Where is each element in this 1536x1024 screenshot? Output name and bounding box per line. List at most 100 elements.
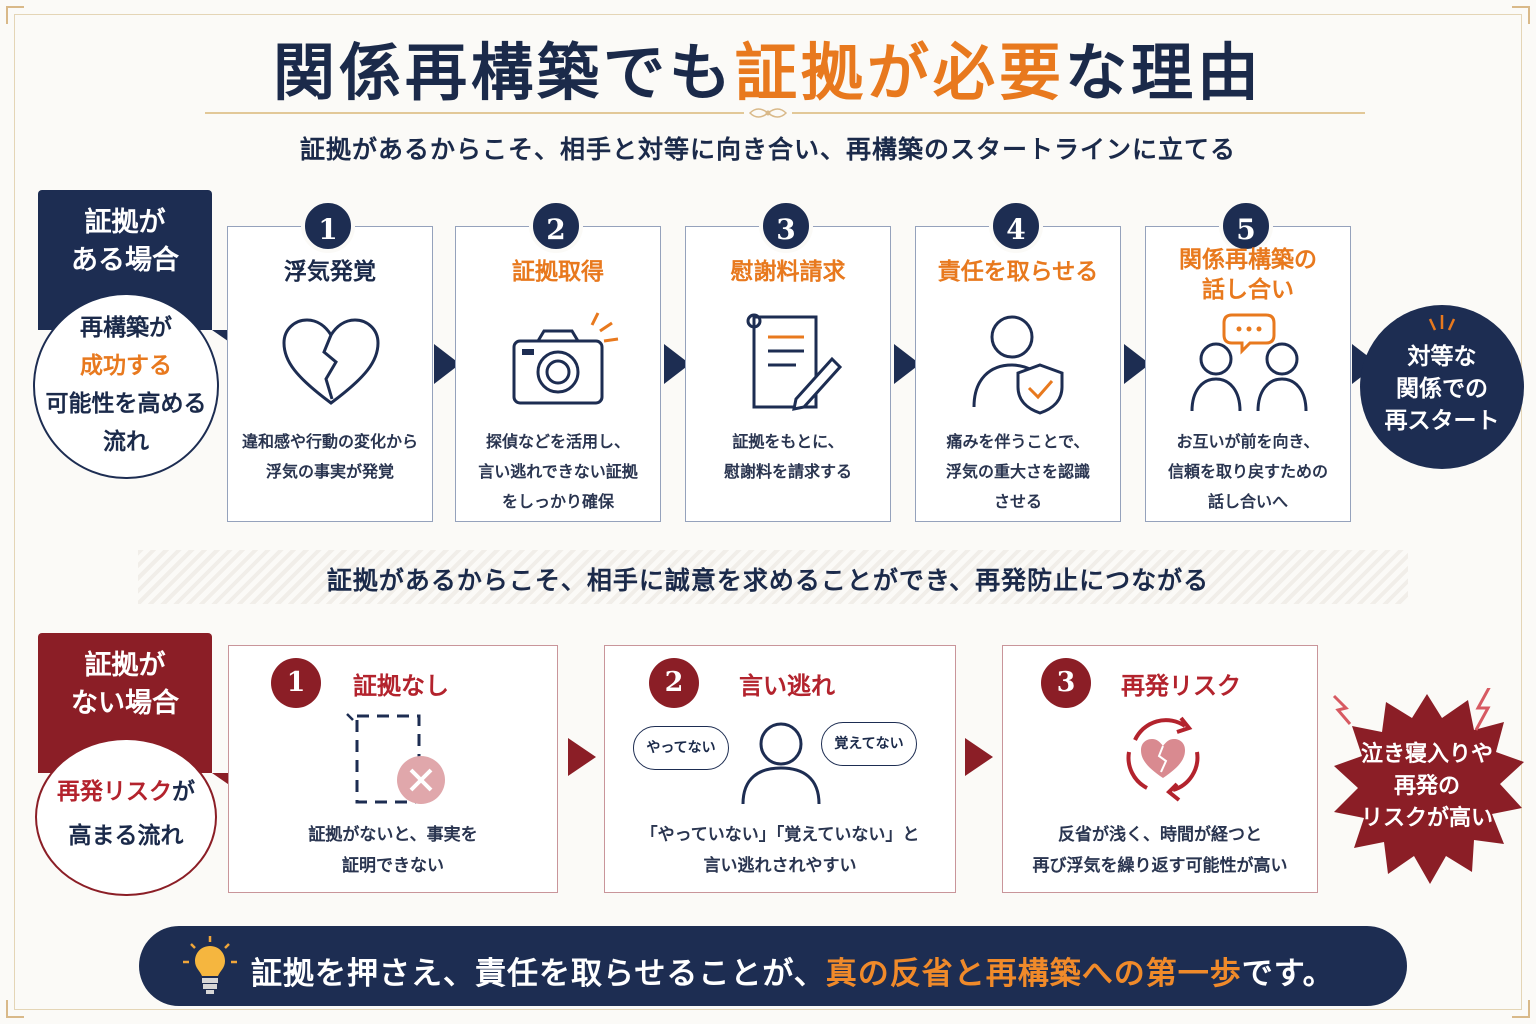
circle-text: が xyxy=(172,778,195,805)
step-title: 言い逃れ xyxy=(739,671,835,700)
tag-line: ある場合 xyxy=(71,245,179,276)
success-flow-circle: 再構築が 成功する 可能性を高める 流れ xyxy=(33,293,219,479)
bottom-end: です。 xyxy=(1241,956,1335,992)
step-description: お互いが前を向き、 信頼を取り戻すための 話し合いへ xyxy=(1146,427,1350,517)
tag-line: ない場合 xyxy=(71,688,179,719)
bottom-highlight: 真の反省と再構築への第一歩 xyxy=(825,956,1242,992)
corner-ornament xyxy=(1512,1000,1530,1018)
person-shield-icon xyxy=(972,315,1064,415)
step-number: 1 xyxy=(301,199,355,253)
step-number: 1 xyxy=(271,658,321,708)
desc-line: 証拠がないと、事実を xyxy=(308,825,478,845)
missing-document-icon xyxy=(346,713,445,804)
desc-line: をしっかり確保 xyxy=(501,492,614,511)
step-number: 3 xyxy=(759,199,813,253)
desc-line: 言い逃れされやすい xyxy=(703,856,857,876)
desc-line: 証拠をもとに、 xyxy=(732,432,844,451)
burst-line: 再発の xyxy=(1393,773,1460,799)
step-title: 証拠取得 xyxy=(512,258,604,285)
step-card-1: 1 浮気発覚 違和感や行動の変化から 浮気の事実が発覚 xyxy=(227,199,433,522)
tag-line: 証拠が xyxy=(84,650,166,681)
step-description: 痛みを伴うことで、 浮気の重大さを認識 させる xyxy=(916,427,1120,517)
document-pen-icon xyxy=(746,313,843,411)
desc-line: 信頼を取り戻すための xyxy=(1167,462,1328,481)
step-description: 違和感や行動の変化から 浮気の事実が発覚 xyxy=(228,427,432,487)
middle-banner xyxy=(138,550,1408,604)
restart-line: 再スタート xyxy=(1384,407,1500,434)
step-number: 3 xyxy=(1041,658,1091,708)
middle-text: 証拠があるからこそ、相手に誠意を求めることができ、再発防止につながる xyxy=(326,566,1210,595)
restart-line: 対等な xyxy=(1407,343,1477,370)
desc-line: 反省が浅く、時間が経つと xyxy=(1058,825,1262,845)
person-excuses-icon xyxy=(741,722,821,805)
step-title: 証拠なし xyxy=(353,671,449,700)
step-number: 2 xyxy=(529,199,583,253)
desc-line: 証明できない xyxy=(342,856,444,876)
step-number: 5 xyxy=(1219,199,1273,253)
title-part1: 関係再構築でも xyxy=(272,36,735,109)
circle-line: 再発リスクが xyxy=(37,770,215,814)
bottom-message: 証拠を押さえ、責任を取らせることが、真の反省と再構築への第一歩です。 xyxy=(251,948,1335,993)
step-title: 慰謝料請求 xyxy=(730,258,846,285)
risk-card-1: 1 証拠なし 証拠がないと、事実を 証明できない xyxy=(228,645,558,893)
desc-line: 話し合いへ xyxy=(1207,492,1288,511)
risk-flow-circle: 再発リスクが 高まる流れ xyxy=(35,738,217,896)
speech-bubble: 覚えてない xyxy=(821,722,917,766)
step-card-3: 3 慰謝料請求 証拠をもとに、 慰謝料を請求する xyxy=(685,199,891,522)
broken-heart-icon xyxy=(282,318,380,405)
flow-arrow xyxy=(965,738,993,776)
high-risk-text: 泣き寝入りや 再発の リスクが高い xyxy=(1328,738,1526,834)
desc-line: 痛みを伴うことで、 xyxy=(946,432,1090,451)
desc-line: お互いが前を向き、 xyxy=(1176,432,1320,451)
desc-line: させる xyxy=(993,492,1042,511)
desc-line: 探偵などを活用し、 xyxy=(485,432,630,451)
step-title: 責任を取らせる xyxy=(937,258,1099,285)
desc-line: 浮気の重大さを認識 xyxy=(945,462,1090,481)
restart-line: 関係での xyxy=(1396,375,1488,402)
step-title-line: 関係再構築の xyxy=(1179,246,1317,273)
cycle-broken-heart-icon xyxy=(1126,716,1200,802)
burst-line: リスクが高い xyxy=(1360,805,1493,831)
tag-line: 証拠が xyxy=(84,207,166,238)
bottom-text: 証拠を押さえ、責任を取らせることが、 xyxy=(251,956,826,992)
title-highlight: 証拠が必要 xyxy=(734,36,1065,109)
step-card-4: 4 責任を取らせる 痛みを伴うことで、 浮気の重大さを認識 させる xyxy=(915,199,1121,522)
warning-burst-icon xyxy=(1332,688,1524,884)
step-card-2: 2 証拠取得 探偵などを活用し、 言い逃れできない証拠 をしっかり確保 xyxy=(455,199,661,522)
lightbulb-icon xyxy=(183,936,237,994)
step-title: 関係再構築の 話し合い xyxy=(1146,245,1350,305)
circle-line: 高まる流れ xyxy=(68,822,184,849)
step-title: 再発リスク xyxy=(1121,671,1241,700)
corner-ornament xyxy=(6,1000,24,1018)
risk-card-2: 2 言い逃れ やってない 覚えてない 「やっていない」「覚えていない」と 言い逃… xyxy=(604,645,956,893)
desc-line: 違和感や行動の変化から xyxy=(241,432,418,451)
sparkle-icon xyxy=(1428,315,1456,331)
title-part2: な理由 xyxy=(1065,36,1264,109)
desc-line: 「やっていない」「覚えていない」と xyxy=(640,825,920,845)
desc-line: 再び浮気を繰り返す可能性が高い xyxy=(1032,856,1288,876)
circle-line: 再構築が xyxy=(80,314,172,341)
subtitle: 証拠があるからこそ、相手と対等に向き合い、再構築のスタートラインに立てる xyxy=(299,135,1236,164)
desc-line: 浮気の事実が発覚 xyxy=(265,462,394,481)
desc-line: 慰謝料を請求する xyxy=(723,462,852,481)
corner-ornament xyxy=(1512,6,1530,24)
burst-line: 泣き寝入りや xyxy=(1360,741,1493,767)
step-description: 反省が浅く、時間が経つと 再び浮気を繰り返す可能性が高い xyxy=(1003,820,1317,882)
page-title: 関係再構築でも証拠が必要な理由 xyxy=(0,22,1536,112)
camera-icon xyxy=(512,312,619,405)
step-description: 証拠がないと、事実を 証明できない xyxy=(229,820,557,882)
step-title: 浮気発覚 xyxy=(284,258,376,285)
risk-card-3: 3 再発リスク 反省が浅く、時間が経つと 再び浮気を繰り返す可能性が高い xyxy=(1002,645,1318,893)
circle-line: 可能性を高める xyxy=(45,390,207,417)
circle-line: 流れ xyxy=(103,428,149,455)
step-number: 4 xyxy=(989,199,1043,253)
bottom-banner: 証拠を押さえ、責任を取らせることが、真の反省と再構築への第一歩です。 xyxy=(139,926,1407,1006)
restart-circle: 対等な 関係での 再スタート xyxy=(1360,305,1524,469)
circle-line-highlight: 成功する xyxy=(80,352,172,379)
two-people-talk-icon xyxy=(1190,313,1308,412)
step-card-5: 5 関係再構築の 話し合い お互いが前を向き、 信頼を取り戻すための 話し合いへ xyxy=(1145,199,1351,522)
step-title-line: 話し合い xyxy=(1202,276,1294,303)
step-description: 「やっていない」「覚えていない」と 言い逃れされやすい xyxy=(605,820,955,882)
step-description: 証拠をもとに、 慰謝料を請求する xyxy=(686,427,890,487)
ornament-icon xyxy=(744,104,792,122)
